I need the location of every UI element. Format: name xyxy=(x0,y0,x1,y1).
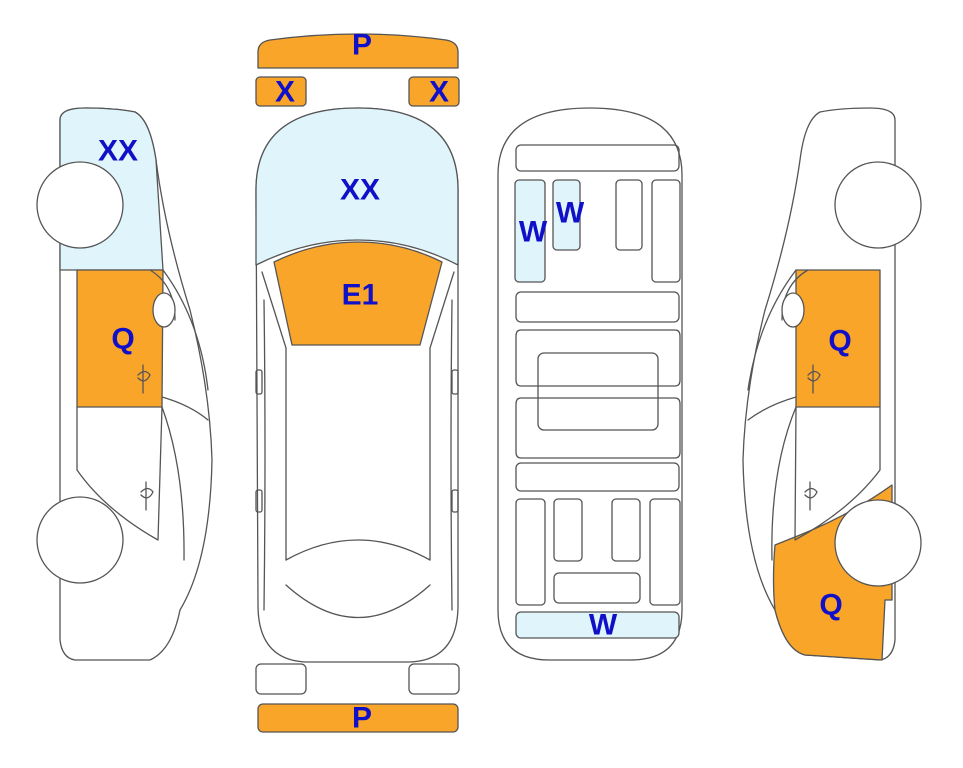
right-side-line xyxy=(450,299,453,611)
roof-rear-window[interactable] xyxy=(515,611,680,639)
label-rear-left-light: X xyxy=(275,76,295,109)
left-rear-wheel[interactable] xyxy=(36,496,124,584)
roof-window-left[interactable] xyxy=(514,179,546,283)
trunk-panel[interactable] xyxy=(553,572,641,604)
rear-window-line xyxy=(285,539,431,561)
left-mirror[interactable] xyxy=(152,292,176,328)
rear-panel-3[interactable] xyxy=(611,498,641,562)
right-mirror[interactable] xyxy=(781,292,805,328)
car-left-side-view xyxy=(36,107,213,661)
label-roof-window-left: W xyxy=(519,216,548,249)
front-left-light[interactable] xyxy=(255,663,307,695)
label-rear-bumper-top: P xyxy=(352,29,372,62)
label-hood: E1 xyxy=(342,279,379,312)
left-handle-rear xyxy=(255,489,263,513)
sunroof-panel[interactable] xyxy=(537,352,659,431)
right-rear-wheel[interactable] xyxy=(834,499,922,587)
front-right-light[interactable] xyxy=(408,663,460,695)
right-rear-door-line xyxy=(794,406,881,541)
label-right-front-door: Q xyxy=(828,325,851,358)
front-parts-bottom xyxy=(255,663,460,733)
label-front-windshield: XX xyxy=(340,174,380,207)
middle-frame-lower[interactable] xyxy=(515,397,681,459)
right-rear-handle[interactable] xyxy=(804,481,818,511)
right-door-lower-line xyxy=(747,396,797,421)
hood[interactable] xyxy=(273,241,443,346)
dashboard-panel[interactable] xyxy=(515,144,680,172)
left-rear-pillar xyxy=(161,406,185,561)
car-interior-view xyxy=(497,107,683,661)
rear-bumper-top[interactable] xyxy=(257,33,459,69)
label-roof-window-mid: W xyxy=(556,197,585,230)
front-seat-bar[interactable] xyxy=(515,291,680,323)
interior-panel-2[interactable] xyxy=(651,179,681,283)
rear-panel-2[interactable] xyxy=(553,498,583,562)
left-a-pillar-line xyxy=(261,271,287,561)
right-a-pillar-line xyxy=(429,271,455,561)
left-side-line xyxy=(263,299,266,611)
left-mirror-front xyxy=(255,369,263,395)
damage-labels: P X X XX E1 P XX Q W W W Q Q xyxy=(98,29,852,735)
right-door-window-line xyxy=(747,269,797,391)
label-right-front-fender: Q xyxy=(819,589,842,622)
left-rear-handle[interactable] xyxy=(140,481,154,511)
rear-left-light[interactable] xyxy=(255,76,307,107)
left-door-window-line xyxy=(162,269,209,391)
left-front-wheel[interactable] xyxy=(36,161,124,249)
right-mirror-front xyxy=(451,369,459,395)
label-left-windshield: XX xyxy=(98,135,138,168)
rear-parts-top xyxy=(255,33,460,107)
rear-right-light[interactable] xyxy=(408,76,460,107)
front-bumper-bottom[interactable] xyxy=(257,703,459,733)
right-front-handle[interactable] xyxy=(807,364,821,394)
front-windshield[interactable] xyxy=(255,107,459,266)
right-handle-rear xyxy=(451,489,459,513)
rear-panel-1[interactable] xyxy=(515,498,546,606)
interior-panel-1[interactable] xyxy=(615,179,643,251)
label-roof-rear-window: W xyxy=(589,609,618,642)
rear-panel-4[interactable] xyxy=(649,498,681,606)
car-top-view xyxy=(255,107,459,663)
left-door-lower-line xyxy=(161,396,209,421)
rear-seat-bar[interactable] xyxy=(515,462,680,492)
right-rear-pillar xyxy=(771,406,797,561)
label-front-bumper-bottom: P xyxy=(352,702,372,735)
right-front-wheel[interactable] xyxy=(834,161,922,249)
car-right-side-view xyxy=(742,107,922,661)
left-rear-door-line xyxy=(76,406,163,541)
label-rear-right-light: X xyxy=(429,76,449,109)
middle-frame[interactable] xyxy=(515,329,681,387)
roof-window-mid[interactable] xyxy=(552,179,581,251)
trunk-line xyxy=(285,584,431,619)
left-front-handle[interactable] xyxy=(137,364,151,394)
label-left-front-door: Q xyxy=(111,323,134,356)
